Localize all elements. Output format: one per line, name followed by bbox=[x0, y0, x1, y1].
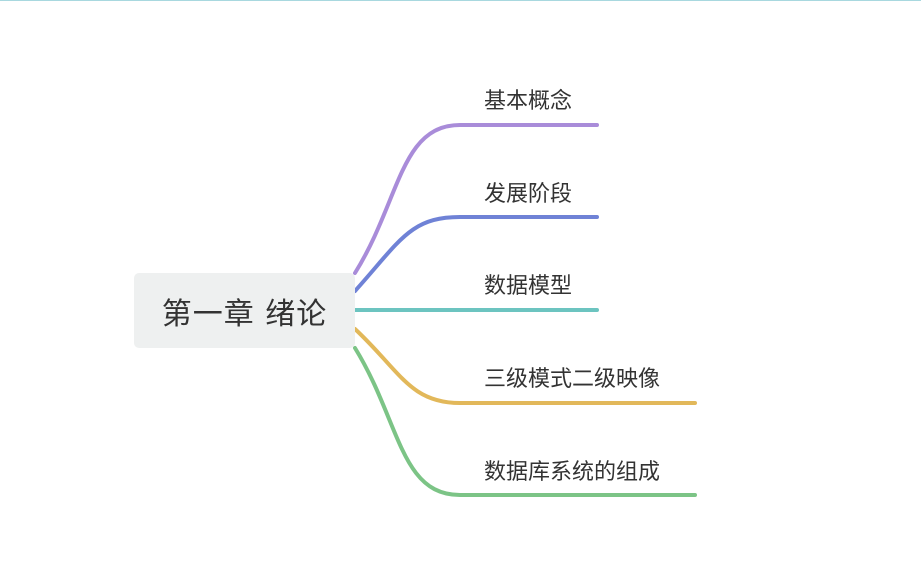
branch-topic-3[interactable]: 三级模式二级映像 bbox=[484, 367, 661, 392]
branch-topic-1[interactable]: 发展阶段 bbox=[484, 182, 573, 207]
connector-branch-3 bbox=[353, 327, 697, 405]
root-topic[interactable]: 第一章 绪论 bbox=[134, 273, 355, 348]
connector-branch-0 bbox=[353, 123, 599, 275]
connector-branch-1 bbox=[353, 215, 599, 293]
connector-branch-4 bbox=[353, 346, 697, 497]
root-topic-label: 第一章 绪论 bbox=[161, 296, 328, 332]
branch-topic-0[interactable]: 基本概念 bbox=[484, 89, 573, 114]
branch-topic-2[interactable]: 数据模型 bbox=[484, 274, 573, 299]
branch-topic-4[interactable]: 数据库系统的组成 bbox=[484, 460, 661, 485]
